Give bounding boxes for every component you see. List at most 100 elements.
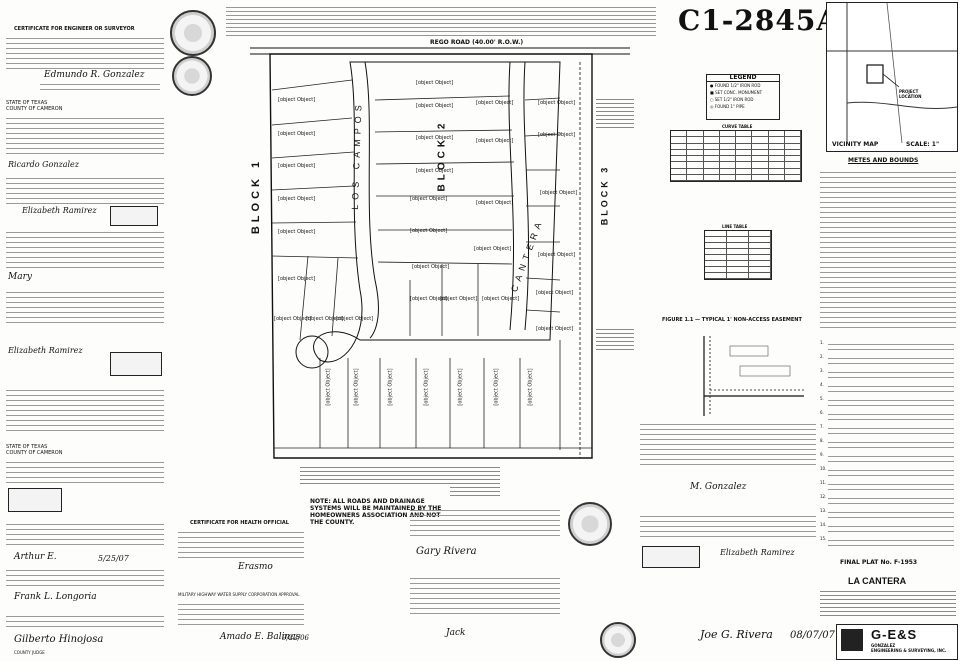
engineer-seal — [170, 10, 216, 56]
block-2-label: BLOCK 2 — [436, 119, 448, 192]
project-location-label: PROJECT LOCATION — [899, 89, 922, 99]
note-item: 4. — [820, 382, 956, 396]
block2-lot: [object Object] — [416, 80, 454, 86]
legend-title: LEGEND — [707, 75, 779, 82]
notary-signature-mid: Elizabeth Ramirez — [720, 548, 795, 557]
title-description — [820, 588, 956, 618]
county-heading-2: COUNTY OF CAMERON — [6, 450, 63, 456]
curve-table-title: CURVE TABLE — [722, 124, 753, 129]
owner-signature-1: Ricardo Gonzalez — [8, 160, 79, 169]
vicinity-map-title: VICINITY MAP — [832, 141, 879, 148]
county-signature-2: Frank L. Longoria — [14, 592, 97, 602]
block2-lot: [object Object] — [440, 296, 478, 302]
line-table — [704, 230, 772, 280]
block1-lot: [object Object] — [278, 196, 316, 202]
water-cert-text — [178, 600, 304, 626]
company-sub: GONZALEZ ENGINEERING & SURVEYING, INC. — [871, 643, 947, 653]
county-cert-text-2 — [6, 566, 164, 588]
engineer-title-lines — [40, 80, 160, 94]
block2-lot: [object Object] — [410, 296, 448, 302]
notary-signature-1: Elizabeth Ramirez — [22, 206, 97, 215]
bottom-lot: [object Object] — [493, 368, 500, 406]
surveyor-seal — [172, 56, 212, 96]
clerk-date: 08/07/07 — [790, 630, 835, 641]
block1-lot: [object Object] — [336, 316, 374, 322]
note-item: 1. — [820, 340, 956, 354]
block3-lot: [object Object] — [536, 290, 574, 296]
block2-lot: [object Object] — [416, 103, 454, 109]
bottom-lot: [object Object] — [527, 368, 534, 406]
block-3-label: BLOCK 3 — [599, 164, 610, 226]
figure-drawing — [703, 336, 804, 416]
adjoining-property-bottom-2 — [450, 484, 500, 498]
block1-lot: [object Object] — [278, 97, 316, 103]
block2-lot: [object Object] — [410, 196, 448, 202]
notes-list: 1. 2. 3. 4. 5. 6. 7. 8. 9. 10. 11. 12. 1… — [820, 340, 956, 550]
block3-lot: [object Object] — [538, 132, 576, 138]
metes-title: METES AND BOUNDS — [848, 157, 919, 164]
notary-cert-text — [6, 458, 164, 484]
bottom-lot: [object Object] — [387, 368, 394, 406]
legend-item: ○ SET 1/2" IRON ROD — [710, 97, 754, 102]
bottom-lot: [object Object] — [325, 368, 332, 406]
owner-cert-text-2 — [6, 174, 164, 204]
note-item: 9. — [820, 452, 956, 466]
owner-dedication-text — [640, 420, 816, 468]
block2-lot: [object Object] — [476, 100, 514, 106]
note-item: 15. — [820, 536, 956, 550]
note-item: 5. — [820, 396, 956, 410]
note-item: 11. — [820, 480, 956, 494]
block1-lot: [object Object] — [278, 229, 316, 235]
county-heading-1: COUNTY OF CAMERON — [6, 106, 63, 112]
owner-signature-2: Mary — [8, 272, 32, 282]
vicinity-map-scale: SCALE: 1" — [906, 141, 940, 148]
state-heading-1: STATE OF TEXAS — [6, 100, 48, 106]
planning-signature-2: Jack — [446, 628, 466, 638]
block1-lot: [object Object] — [278, 276, 316, 282]
note-item: 12. — [820, 494, 956, 508]
planning-signature: Gary Rivera — [416, 546, 477, 557]
block2-lot: [object Object] — [476, 200, 514, 206]
block3-lot: [object Object] — [538, 252, 576, 258]
legend-item: ■ SET CONC. MONUMENT — [710, 90, 763, 95]
note-item: 8. — [820, 438, 956, 452]
block1-lot: [object Object] — [306, 316, 344, 322]
county-cert-text-1 — [6, 520, 164, 546]
metes-text — [820, 168, 956, 328]
note-item: 14. — [820, 522, 956, 536]
owner-cert-text-4 — [6, 288, 164, 324]
left-certificates: CERTIFICATE FOR ENGINEER OR SURVEYOR Edm… — [0, 0, 170, 661]
curve-table — [670, 130, 802, 182]
note-item: 10. — [820, 466, 956, 480]
adjoining-property-right — [596, 96, 634, 130]
judge-title: COUNTY JUDGE — [14, 650, 45, 655]
judge-signature: Gilberto Hinojosa — [14, 634, 104, 645]
drawing-number: C1-2845A — [678, 4, 840, 37]
note-item: 6. — [820, 410, 956, 424]
block2-lot: [object Object] — [410, 228, 448, 234]
water-cert-heading: MILITARY HIGHWAY WATER SUPPLY CORPORATIO… — [178, 592, 300, 597]
block1-lot: [object Object] — [274, 316, 312, 322]
bottom-lot: [object Object] — [457, 368, 464, 406]
lienholder-cert-text — [6, 386, 164, 434]
block-1-label: BLOCK 1 — [250, 157, 263, 235]
notary-text-mid — [640, 512, 816, 538]
commissioners-cert-text — [6, 612, 164, 628]
company-logo-icon — [841, 629, 863, 651]
owner-cert-text-3 — [6, 228, 164, 268]
planning-seal — [568, 502, 612, 546]
county-signature-1: Arthur E. — [14, 552, 57, 562]
block2-lot: [object Object] — [412, 264, 450, 270]
note-item: 7. — [820, 424, 956, 438]
legend-item: ◎ FOUND 1" PIPE — [710, 104, 745, 109]
notary-seal-1 — [110, 206, 158, 226]
title-line-2: LA CANTERA — [848, 576, 907, 586]
block1-lot: [object Object] — [278, 131, 316, 137]
block2-lot: [object Object] — [416, 168, 454, 174]
title-line-1: FINAL PLAT No. F-1953 — [840, 559, 918, 566]
legend-box: LEGEND ● FOUND 1/2" IRON ROD ■ SET CONC.… — [706, 74, 780, 120]
block3-lot: [object Object] — [538, 100, 576, 106]
line-table-title: LINE TABLE — [722, 224, 748, 229]
health-cert-heading: CERTIFICATE FOR HEALTH OFFICIAL — [190, 520, 289, 526]
